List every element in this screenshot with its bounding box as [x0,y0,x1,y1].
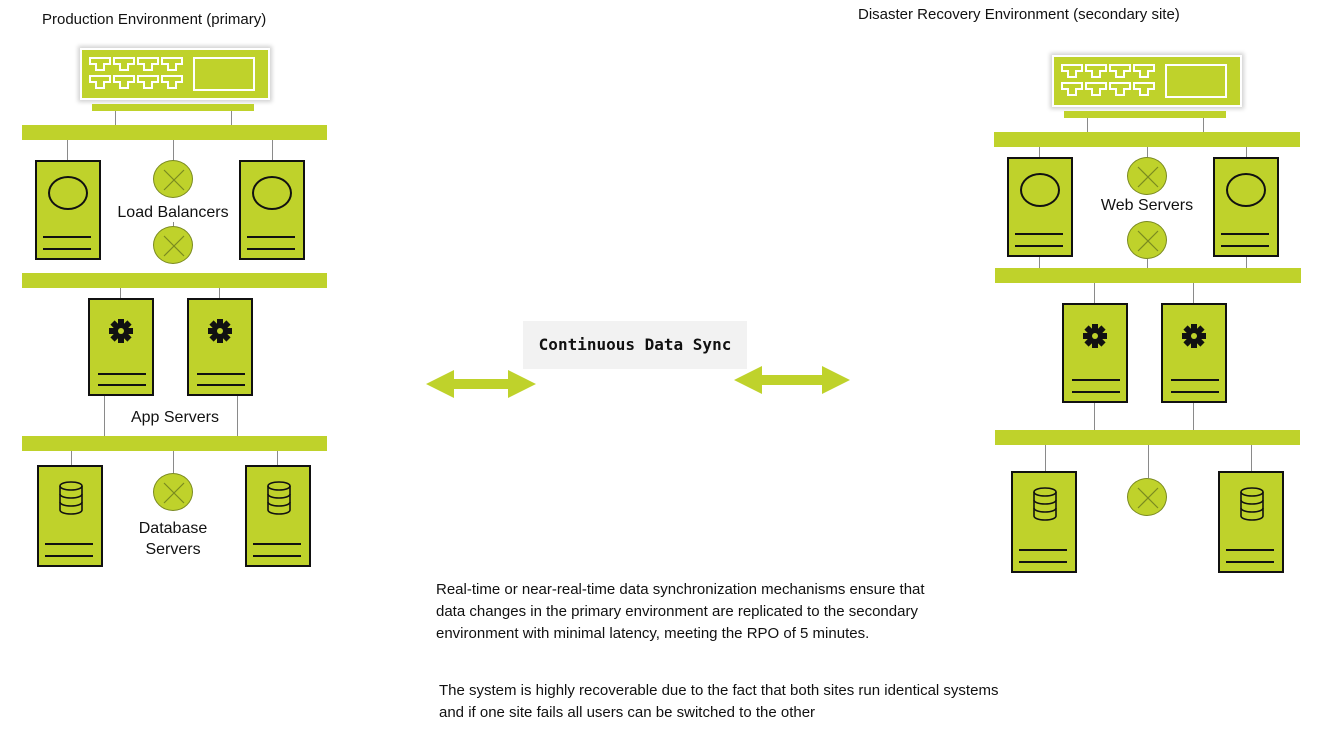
gear-icon [1182,324,1206,348]
router-cross-icon [1127,221,1167,259]
database-icon [267,481,291,515]
secondary-site-title: Disaster Recovery Environment (secondary… [858,6,1180,23]
web-servers-label: Web Servers [1092,196,1202,216]
secondary-switch-base [1064,111,1226,118]
primary-network-bar-2 [22,273,327,288]
secondary-network-bar-3 [995,430,1300,445]
database-server-right-icon [1218,471,1284,573]
app-server-left-icon [1062,303,1128,403]
primary-network-bar-3 [22,436,327,451]
database-servers-label-line2: Servers [128,540,218,560]
gear-icon [208,319,232,343]
load-balancer-server-left-icon [35,160,101,260]
continuous-data-sync-label: Continuous Data Sync [523,321,747,369]
secondary-network-bar-2 [995,268,1301,283]
primary-network-switch-icon [80,48,270,100]
load-balancers-label: Load Balancers [110,203,236,223]
router-cross-icon [153,226,193,264]
database-icon [1240,487,1264,521]
router-cross-icon [153,160,193,198]
app-servers-label: App Servers [120,408,230,428]
double-arrow-icon [426,370,536,398]
secondary-network-switch-icon [1052,55,1242,107]
primary-switch-base [92,104,254,111]
database-server-right-icon [245,465,311,567]
database-server-left-icon [37,465,103,567]
recoverability-paragraph: The system is highly recoverable due to … [439,682,999,721]
web-server-right-icon [1213,157,1279,257]
gear-icon [1083,324,1107,348]
web-server-left-icon [1007,157,1073,257]
primary-network-bar-1 [22,125,327,140]
app-server-left-icon [88,298,154,396]
database-icon [1033,487,1057,521]
secondary-network-bar-1 [994,132,1300,147]
load-balancer-server-right-icon [239,160,305,260]
router-cross-icon [1127,478,1167,516]
database-servers-label-line1: Database [128,519,218,539]
database-icon [59,481,83,515]
app-server-right-icon [1161,303,1227,403]
database-server-left-icon [1011,471,1077,573]
sync-description-paragraph: Real-time or near-real-time data synchro… [436,581,925,642]
gear-icon [109,319,133,343]
router-cross-icon [153,473,193,511]
router-cross-icon [1127,157,1167,195]
double-arrow-icon [734,366,850,394]
app-server-right-icon [187,298,253,396]
primary-site-title: Production Environment (primary) [42,11,267,28]
